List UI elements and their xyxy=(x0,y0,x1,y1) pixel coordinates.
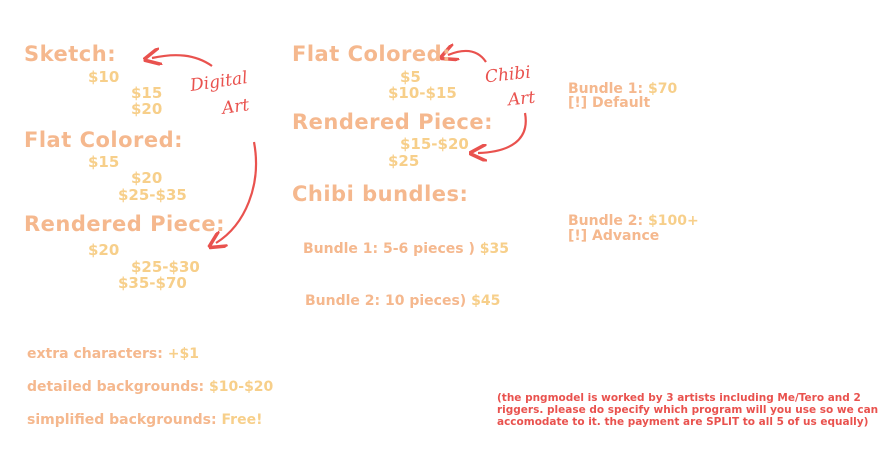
model-bundle-1: Bundle 1: $70 xyxy=(568,78,677,97)
digital-rendered-price-2: $25-$30 xyxy=(131,258,200,276)
simplified-backgrounds-price: Free! xyxy=(221,412,263,428)
extra-characters-label: extra characters: xyxy=(27,346,168,362)
arrow-digital-to-rendered xyxy=(216,141,258,243)
detailed-backgrounds: detailed backgrounds: $10-$20 xyxy=(27,376,273,395)
arrow-chibi-to-rendered xyxy=(478,112,527,153)
digital-sketch-title: Sketch: xyxy=(24,42,117,66)
chibi-bundle-2-price: $45 xyxy=(471,293,501,309)
chibi-art-label-line2: Art xyxy=(507,87,537,111)
chibi-bundle-2-label: Bundle 2: 10 pieces) xyxy=(305,293,472,309)
chibi-bundle-1-price: $35 xyxy=(479,241,509,257)
digital-flat-price-3: $25-$35 xyxy=(118,186,187,204)
chibi-flat-title: Flat Colored: xyxy=(292,42,452,66)
digital-art-label-line2: Art xyxy=(220,95,251,119)
chibi-bundle-1: Bundle 1: 5-6 pieces ) $35 xyxy=(303,238,509,257)
model-bundle-2-price: $100+ xyxy=(648,213,699,229)
digital-flat-price-1: $15 xyxy=(88,153,120,171)
chibi-bundle-1-label: Bundle 1: 5-6 pieces ) xyxy=(303,241,480,257)
model-bundle-2: Bundle 2: $100+ xyxy=(568,210,699,229)
model-bundle-1-price: $70 xyxy=(648,81,678,97)
model-bundle-1-label: Bundle 1: xyxy=(568,81,649,97)
chibi-flat-price-2: $10-$15 xyxy=(388,84,457,102)
arrow-digital-to-sketch xyxy=(152,55,213,67)
pngmodel-note: (the pngmodel is worked by 3 artists inc… xyxy=(497,392,879,428)
model-bundle-2-tier: [!] Advance xyxy=(568,228,660,244)
digital-sketch-price-2: $15 xyxy=(131,84,163,102)
digital-flat-title: Flat Colored: xyxy=(24,128,184,152)
model-bundle-1-tier: [!] Default xyxy=(568,95,651,111)
arrow-chibi-to-flat xyxy=(448,51,487,63)
detailed-backgrounds-price: $10-$20 xyxy=(209,379,274,395)
chibi-bundles-title: Chibi bundles: xyxy=(292,182,469,206)
extra-characters-price: +$1 xyxy=(167,346,199,362)
digital-sketch-price-1: $10 xyxy=(88,68,120,86)
digital-rendered-title: Rendered Piece: xyxy=(24,212,226,236)
simplified-backgrounds-label: simplified backgrounds: xyxy=(27,412,222,428)
digital-rendered-price-1: $20 xyxy=(88,241,120,259)
digital-sketch-price-3: $20 xyxy=(131,100,163,118)
simplified-backgrounds: simplified backgrounds: Free! xyxy=(27,409,262,428)
digital-flat-price-2: $20 xyxy=(131,169,163,187)
chibi-flat-price-1: $5 xyxy=(400,68,421,86)
chibi-rendered-title: Rendered Piece: xyxy=(292,110,494,134)
detailed-backgrounds-label: detailed backgrounds: xyxy=(27,379,210,395)
digital-rendered-price-3: $35-$70 xyxy=(118,274,187,292)
chibi-rendered-price-2: $25 xyxy=(388,152,420,170)
chibi-bundle-2: Bundle 2: 10 pieces) $45 xyxy=(305,290,500,309)
model-bundle-2-label: Bundle 2: xyxy=(568,213,649,229)
extra-characters: extra characters: +$1 xyxy=(27,343,199,362)
chibi-rendered-price-1: $15-$20 xyxy=(400,135,469,153)
